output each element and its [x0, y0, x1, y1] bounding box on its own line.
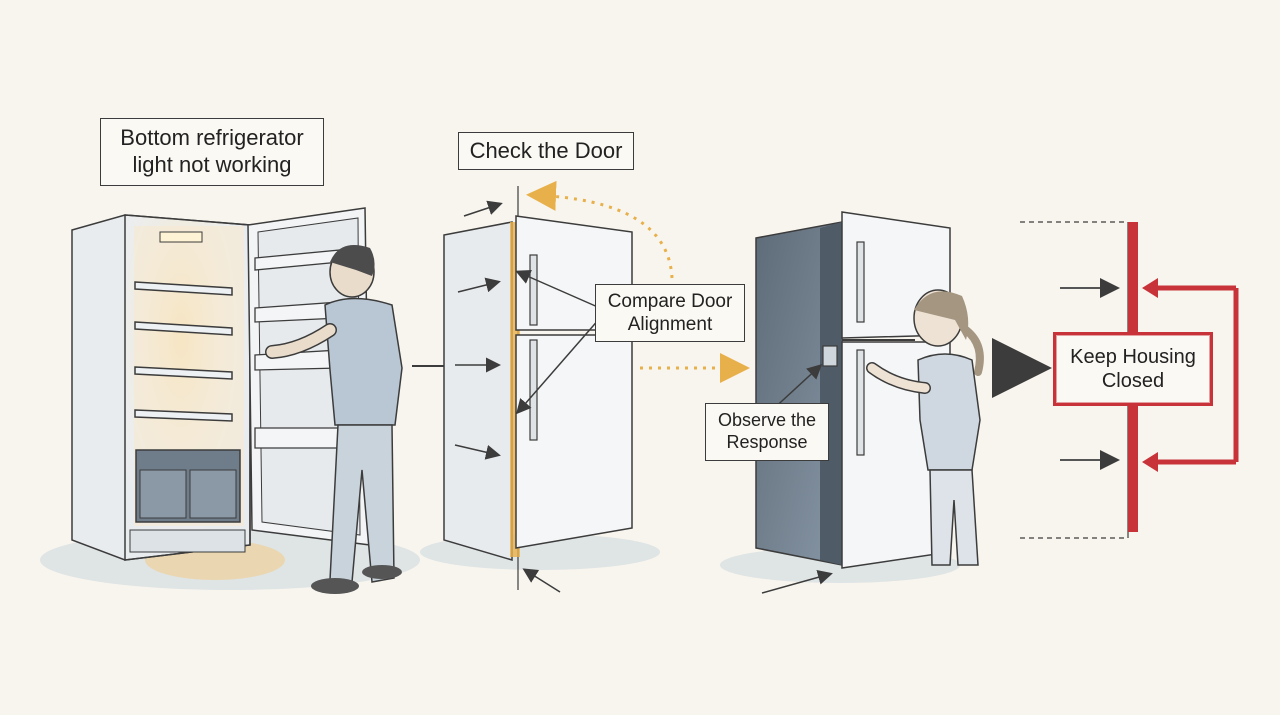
scene-open-fridge [40, 207, 420, 594]
check-door-label: Check the Door [458, 132, 634, 170]
scene-check-door [420, 180, 750, 593]
problem-label-line2: light not working [132, 152, 292, 177]
check-door-label-text: Check the Door [469, 137, 623, 163]
scene-observe-response [720, 211, 1052, 594]
observe-label-line2: Response [726, 432, 808, 452]
observe-label-line1: Observe the [717, 410, 817, 431]
problem-label-line1: Bottom refrigerator [120, 125, 304, 151]
compare-label-line2: Alignment [627, 314, 713, 335]
keep-housing-closed-label: Keep Housing Closed [1053, 332, 1213, 406]
observe-response-label: Observe the Response [705, 403, 829, 461]
keep-label-line1: Keep Housing [1070, 345, 1196, 368]
keep-label-line2: Closed [1101, 370, 1165, 392]
compare-label-line1: Compare Door [607, 290, 733, 312]
problem-label: Bottom refrigerator light not working [100, 118, 324, 186]
man-figure [265, 245, 403, 594]
compare-alignment-label: Compare Door Alignment [595, 284, 745, 342]
woman-figure [866, 289, 984, 566]
